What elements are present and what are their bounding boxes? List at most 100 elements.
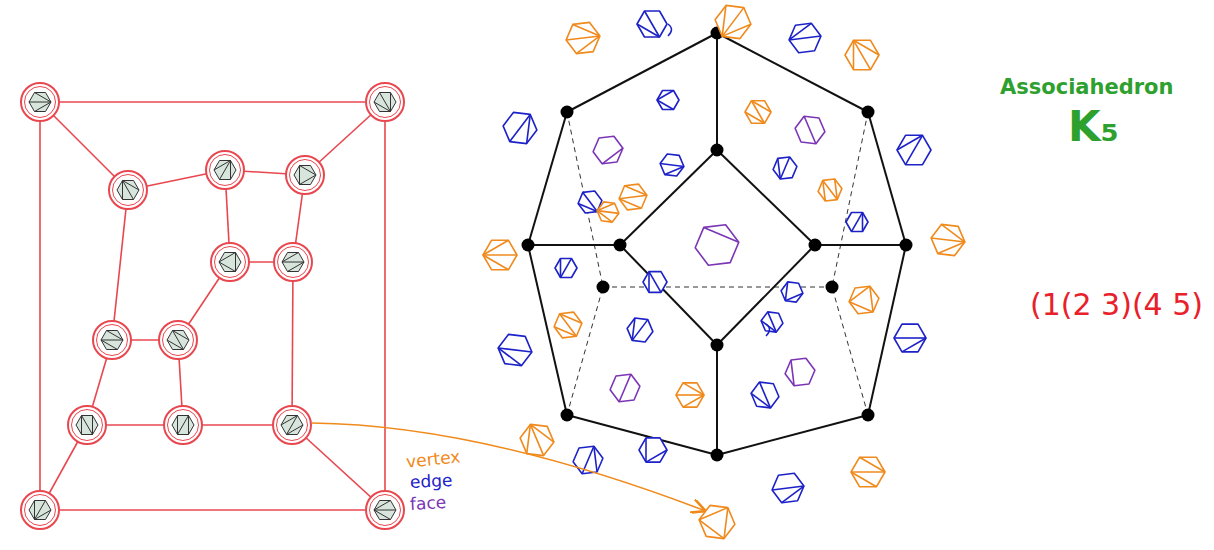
hexagon-outline bbox=[483, 240, 517, 269]
hexagon-diagonal bbox=[760, 382, 771, 408]
edge-icon bbox=[751, 382, 779, 408]
face-icon bbox=[593, 136, 623, 164]
hexagon-diagonal bbox=[632, 318, 635, 340]
edge-icon bbox=[772, 473, 804, 502]
legend-word: edge bbox=[410, 471, 453, 492]
hexagon-diagonal bbox=[527, 424, 531, 453]
edge-icon bbox=[643, 272, 667, 293]
vertex-circle bbox=[21, 491, 59, 529]
polytope-edge bbox=[620, 245, 717, 345]
hexagon-diagonal bbox=[92, 415, 93, 434]
hexagon-diagonal bbox=[852, 212, 863, 231]
legend-word: vertex bbox=[405, 447, 461, 471]
graph-edge bbox=[292, 262, 293, 425]
edge-icon bbox=[657, 90, 679, 109]
hexagon-outline bbox=[610, 374, 640, 402]
edge-icon bbox=[773, 157, 797, 179]
vertex-icon bbox=[849, 286, 879, 314]
hexagon-icons bbox=[483, 5, 965, 538]
hexagon-diagonal bbox=[300, 175, 317, 185]
hexagon-diagonal bbox=[101, 340, 118, 350]
hexagon-outline bbox=[219, 253, 241, 272]
hexagon-diagonal bbox=[938, 242, 965, 254]
graph-edge bbox=[384, 102, 386, 510]
hexagon-diagonal bbox=[648, 272, 650, 293]
hexagon-diagonal bbox=[619, 374, 631, 402]
vertex-circle bbox=[206, 151, 244, 189]
hexagon-outline bbox=[715, 5, 751, 38]
hexagon-diagonal bbox=[683, 395, 704, 407]
hexagon-diagonal bbox=[835, 179, 838, 200]
hexagon-diagonal bbox=[902, 338, 926, 352]
hexagon-outline bbox=[29, 93, 51, 112]
hand-arc bbox=[766, 324, 770, 336]
vertex-icon bbox=[597, 202, 619, 222]
hexagon-diagonal bbox=[374, 510, 396, 511]
hexagon-diagonal bbox=[782, 486, 804, 503]
polytope-edge bbox=[868, 112, 906, 245]
vertex-icon bbox=[520, 424, 554, 455]
hexagon-diagonal bbox=[860, 457, 886, 472]
hexagon-diagonal bbox=[778, 158, 781, 179]
edge-icon bbox=[627, 318, 653, 342]
hexagon-diagonal bbox=[854, 40, 871, 69]
hexagon-outline bbox=[619, 184, 647, 210]
vertex-circle bbox=[164, 406, 202, 444]
graph-edge bbox=[39, 102, 41, 510]
edge-icon bbox=[781, 282, 803, 302]
hexagon-outline bbox=[214, 161, 236, 180]
hexagon-diagonal bbox=[683, 383, 704, 395]
hexagon-outline bbox=[503, 112, 537, 143]
hexagon-outline bbox=[773, 157, 797, 179]
hexagon-diagonal bbox=[230, 160, 231, 179]
hexagon-diagonal bbox=[219, 262, 236, 272]
triangulation-vertex bbox=[273, 406, 311, 444]
hexagon-outline bbox=[931, 224, 965, 255]
vertex-icon bbox=[566, 22, 600, 53]
hexagon-diagonal bbox=[123, 180, 134, 199]
hexagon-diagonal bbox=[498, 348, 522, 366]
hexagon-diagonal bbox=[897, 135, 923, 150]
hexagon-outline bbox=[745, 101, 771, 124]
triangulation-vertex bbox=[274, 243, 312, 281]
face-icon bbox=[695, 225, 739, 266]
hexagon-outline bbox=[772, 473, 804, 502]
hexagon-diagonal bbox=[645, 438, 647, 462]
polytope-edge bbox=[717, 415, 868, 455]
hexagon-diagonal bbox=[281, 415, 298, 425]
hexagon-outline bbox=[282, 253, 304, 272]
hexagon-diagonal bbox=[785, 282, 787, 301]
hexagon-diagonal bbox=[619, 199, 641, 208]
edge-icon bbox=[498, 334, 532, 365]
hexagon-diagonal bbox=[894, 337, 926, 339]
hexagon-diagonal bbox=[214, 160, 231, 170]
vertex-ring bbox=[25, 495, 56, 526]
hexagon-diagonal bbox=[560, 314, 582, 323]
hexagon-outline bbox=[627, 318, 653, 342]
edge-icon bbox=[660, 154, 684, 176]
hexagon-outline bbox=[573, 446, 603, 474]
polytope-vertex bbox=[597, 281, 610, 294]
hexagon-diagonal bbox=[188, 415, 189, 434]
edge-icon bbox=[503, 112, 537, 143]
hexagon-diagonal bbox=[699, 520, 724, 539]
hexagon-outline bbox=[846, 213, 868, 232]
vertex-icon bbox=[715, 5, 751, 38]
triangulation-vertex bbox=[286, 156, 324, 194]
hexagon-diagonal bbox=[235, 252, 236, 271]
hexagon-outline bbox=[660, 154, 684, 176]
hexagon-outline bbox=[897, 135, 931, 164]
triangulation-vertex bbox=[366, 491, 404, 529]
hexagon-outline bbox=[818, 179, 842, 201]
hexagon-diagonal bbox=[594, 446, 597, 472]
hexagon-diagonal bbox=[722, 24, 751, 36]
polytope-vertex bbox=[561, 106, 574, 119]
hexagon-diagonal bbox=[390, 92, 391, 111]
polytope-vertex bbox=[561, 409, 574, 422]
hexagon-outline bbox=[172, 416, 194, 435]
edge-icon bbox=[894, 324, 926, 352]
vertex-circle bbox=[366, 83, 404, 121]
polytope-vertex bbox=[862, 409, 875, 422]
hexagon-outline bbox=[849, 286, 879, 314]
